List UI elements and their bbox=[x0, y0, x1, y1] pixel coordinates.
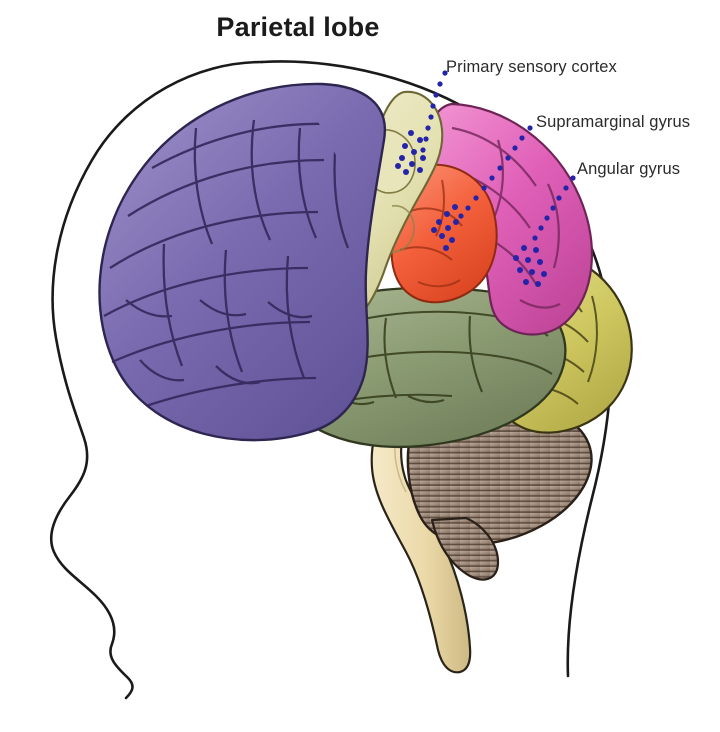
callout-label-angular-gyrus: Angular gyrus bbox=[577, 160, 681, 178]
callout-label-primary-sensory-cortex: Primary sensory cortex bbox=[446, 58, 617, 76]
callout-label-supramarginal-gyrus: Supramarginal gyrus bbox=[536, 113, 691, 131]
callout-leader-primary-sensory-cortex bbox=[395, 70, 448, 175]
callout-leader-supramarginal-gyrus bbox=[431, 125, 533, 251]
page-title: Parietal lobe bbox=[216, 12, 380, 42]
callout-leader-angular-gyrus bbox=[513, 175, 576, 287]
frontal-lobe bbox=[98, 82, 387, 442]
